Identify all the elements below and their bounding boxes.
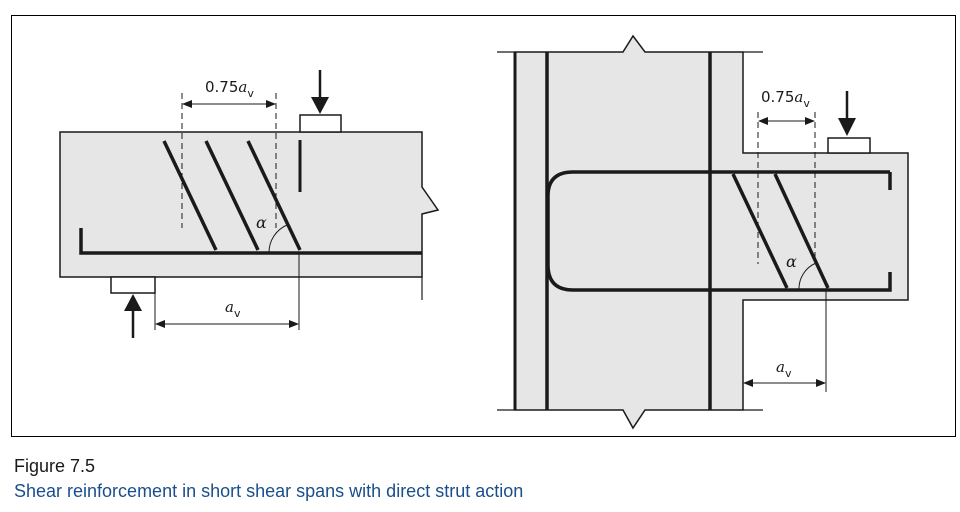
left-dim-top-label: 0.75av: [205, 78, 254, 100]
left-load-arrow-icon: [311, 70, 329, 114]
left-top-bearing-plate: [299, 114, 342, 133]
left-angle-arc: [268, 224, 288, 254]
left-reaction-arrow-icon: [124, 294, 142, 338]
left-main-bar: [79, 228, 422, 255]
left-inclined-link: [162, 140, 218, 251]
left-inclined-link: [204, 140, 260, 251]
right-angle-arc: [798, 262, 817, 291]
right-inclined-link: [731, 173, 789, 289]
left-beam-concrete: [59, 131, 440, 278]
right-load-arrow-icon: [838, 91, 856, 136]
left-bottom-bearing-plate: [110, 276, 156, 294]
right-corbel-loop-bar: [546, 170, 892, 292]
right-dim-top-label: 0.75av: [761, 88, 810, 110]
left-dim-bottom-label: av: [225, 298, 241, 320]
diagram: 0.75av av α: [59, 34, 909, 430]
figure-number: Figure 7.5: [14, 456, 96, 476]
figure-frame: [11, 15, 956, 437]
right-angle-label: α: [786, 252, 797, 271]
right-bearing-plate: [827, 137, 871, 154]
figure-title: Shear reinforcement in short shear spans…: [14, 481, 524, 501]
left-inclined-link: [246, 140, 302, 251]
right-corbel-diagram: 0.75av av α: [497, 34, 909, 430]
left-beam-diagram: 0.75av av α: [59, 70, 440, 338]
right-inclined-link: [773, 173, 830, 289]
right-dim-bottom-label: av: [776, 358, 792, 380]
left-angle-label: α: [256, 213, 267, 232]
